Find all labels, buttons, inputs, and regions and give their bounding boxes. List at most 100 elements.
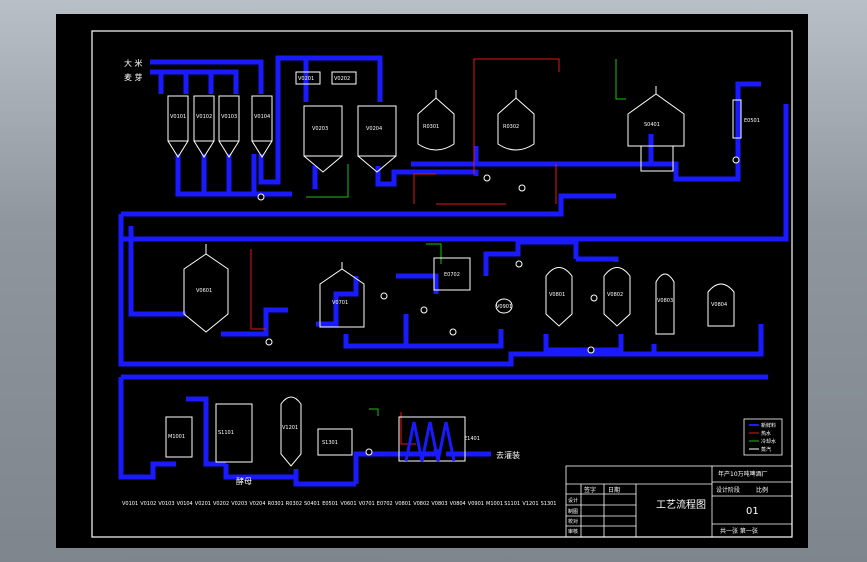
tank-V0601 (183, 244, 229, 333)
bottom-tag: V0804 (450, 501, 466, 507)
centrifuge-M1001 (165, 416, 193, 458)
drawing-canvas: 大 米 麦 芽 去灌装 酵母 V0101 V0102 V0103 V0104 V… (56, 14, 808, 548)
filter-press-S1301 (317, 428, 353, 456)
tank-V0802 (603, 267, 631, 327)
pump-icon (365, 448, 373, 456)
tag-V0901: V0901 (496, 304, 512, 310)
tag-S0401: S0401 (644, 122, 660, 128)
title-block-stage: 设计阶段 (716, 486, 740, 494)
tag-R0301: R0301 (423, 124, 439, 130)
filter-E0702 (433, 257, 471, 291)
bottom-tag: V0202 (213, 501, 229, 507)
tag-V0803: V0803 (657, 298, 673, 304)
pump-icon (380, 292, 388, 300)
bottom-tag: E0702 (377, 501, 393, 507)
filter-S1101 (215, 403, 253, 463)
bottom-tag: V0203 (231, 501, 247, 507)
drawing-border (91, 30, 793, 538)
output-filling-label: 去灌装 (496, 450, 520, 460)
tag-V0202: V0202 (334, 76, 350, 82)
bottom-tag: V0103 (158, 501, 174, 507)
bottom-tag: R0302 (286, 501, 302, 507)
tag-V0601: V0601 (196, 288, 212, 294)
bottom-tag: V0701 (359, 501, 375, 507)
tag-V0101: V0101 (170, 114, 186, 120)
main-pipelines (118, 55, 789, 487)
tag-R0302: R0302 (503, 124, 519, 130)
weigh-hopper-V0202 (331, 71, 357, 85)
heat-exchanger-E0501 (732, 99, 742, 139)
title-block-header-sign: 签字 (584, 486, 596, 494)
bottom-tag: S0401 (304, 501, 320, 507)
bottom-tag: M1001 (486, 501, 503, 507)
title-block-header-date: 日期 (608, 486, 620, 494)
input-malt-label: 麦 芽 (124, 72, 143, 82)
hopper-V0101 (167, 95, 189, 158)
tank-V1201 (280, 396, 302, 467)
legend-item: 蒸汽 (761, 446, 771, 453)
tag-E0501: E0501 (744, 118, 760, 124)
legend-item: 热水 (761, 430, 771, 437)
bottom-tag: V0802 (413, 501, 429, 507)
tag-V0701: V0701 (332, 300, 348, 306)
bottom-tag: V0104 (177, 501, 193, 507)
tag-V0102: V0102 (196, 114, 212, 120)
equipment-tags: V0101 V0102 V0103 V0104 V0201 V0202 V020… (168, 76, 760, 446)
tag-E0702: E0702 (444, 272, 460, 278)
pump-icon (518, 184, 526, 192)
pump-icon (483, 174, 491, 182)
tank-V0804 (707, 283, 735, 327)
title-block (565, 465, 793, 538)
title-block-row: 制图 (568, 508, 578, 515)
tag-S1301: S1301 (322, 440, 338, 446)
input-rice-label: 大 米 (124, 58, 143, 68)
tag-V1201: V1201 (282, 425, 298, 431)
cooling-lines (306, 59, 626, 416)
process-flow-diagram: 大 米 麦 芽 去灌装 酵母 V0101 V0102 V0103 V0104 V… (91, 30, 793, 538)
bottom-tag: V0101 (122, 501, 138, 507)
drawing-title: 工艺流程图 (656, 498, 706, 511)
hopper-V0103 (218, 95, 240, 158)
output-yeast-label: 酵母 (236, 477, 252, 486)
tag-E1401: E1401 (464, 436, 480, 442)
bottom-tag: V0601 (340, 501, 356, 507)
tag-V0804: V0804 (711, 302, 727, 308)
pipe-rice-header (150, 59, 264, 94)
vessel-V0204 (357, 105, 397, 173)
bottom-tag: R0301 (268, 501, 284, 507)
pasteurizer-E1401 (398, 416, 466, 462)
hopper-V0102 (193, 95, 215, 158)
pump-icon (732, 156, 740, 164)
tank-V0901 (495, 298, 513, 314)
title-block-sheet: 共一张 第一张 (720, 527, 758, 535)
title-block-row: 审核 (568, 528, 578, 535)
tag-V0103: V0103 (221, 114, 237, 120)
tank-V0803 (655, 273, 675, 335)
tag-V0802: V0802 (607, 292, 623, 298)
title-block-scale: 比例 (756, 486, 768, 494)
tag-M1001: M1001 (168, 434, 185, 440)
tank-V0701 (319, 262, 365, 328)
pump-icon (420, 306, 428, 314)
bottom-tag: V1201 (522, 501, 538, 507)
bottom-tag: S1301 (541, 501, 557, 507)
tag-V0201: V0201 (298, 76, 314, 82)
weigh-hopper-V0201 (295, 71, 321, 85)
bottom-tag: V0801 (395, 501, 411, 507)
hopper-V0104 (251, 95, 273, 158)
title-block-project: 年产10万吨啤酒厂 (718, 470, 768, 478)
tag-V0203: V0203 (312, 126, 328, 132)
pump-icon (587, 346, 595, 354)
tag-S1101: S1101 (218, 430, 234, 436)
bottom-tag: V0204 (249, 501, 265, 507)
drawing-number: 01 (746, 506, 759, 517)
pump-icon (265, 338, 273, 346)
title-block-row: 校对 (568, 518, 578, 525)
legend-item: 冷却水 (761, 438, 776, 445)
pump-icon (515, 260, 523, 268)
bottom-tag: V0102 (140, 501, 156, 507)
tank-V0801 (545, 267, 573, 327)
bottom-tag: V0901 (468, 501, 484, 507)
